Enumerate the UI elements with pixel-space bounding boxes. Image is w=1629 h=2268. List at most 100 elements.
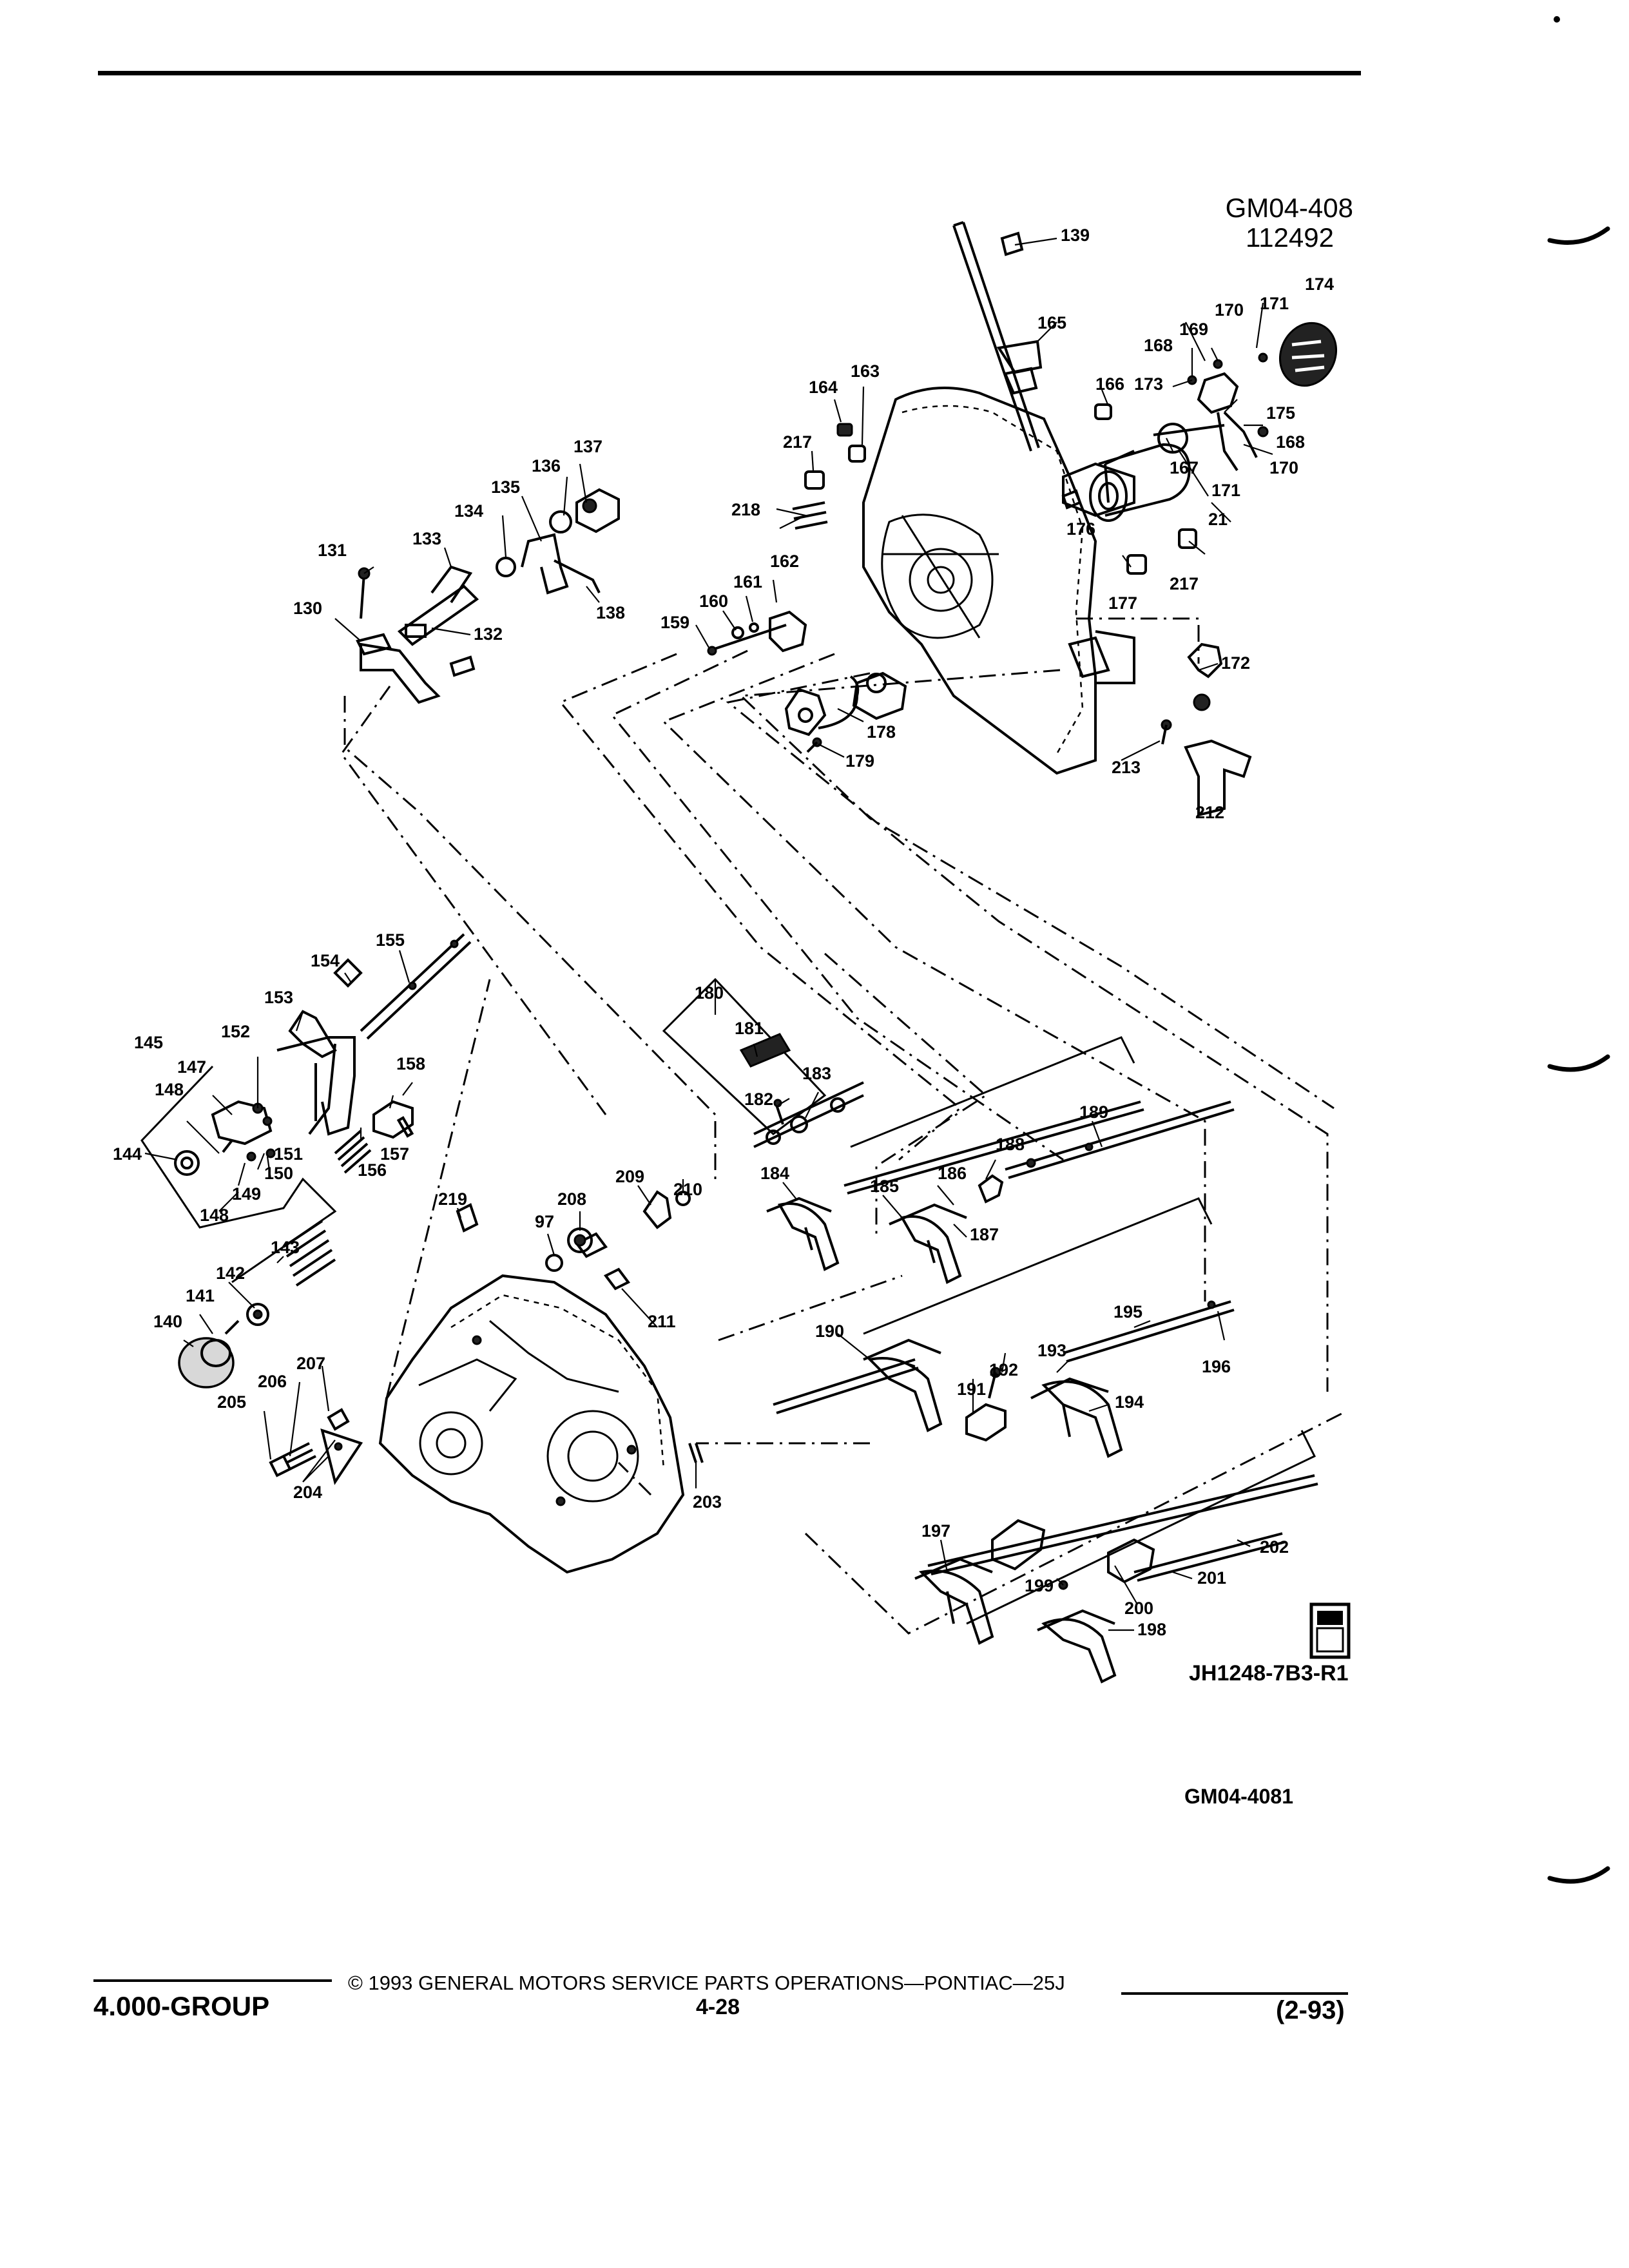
gmspo-logo	[1309, 1602, 1351, 1659]
callout-193: 193	[1037, 1341, 1066, 1360]
image-reference-code: JH1248-7B3-R1	[1189, 1661, 1349, 1686]
callout-191: 191	[957, 1379, 986, 1399]
callout-219: 219	[438, 1189, 467, 1209]
shift-lever-assembly-130-138	[356, 488, 620, 704]
callout-167: 167	[1170, 458, 1199, 477]
callout-179: 179	[845, 751, 874, 771]
callout-196: 196	[1202, 1357, 1231, 1376]
header-code-line2: 112492	[1245, 222, 1334, 253]
callout-170: 170	[1269, 458, 1298, 477]
routing-lines	[340, 617, 1347, 1635]
footer-date: (2-93)	[1276, 1996, 1345, 2024]
callout-175: 175	[1266, 403, 1295, 423]
callout-209: 209	[615, 1167, 644, 1186]
callout-140: 140	[153, 1312, 182, 1331]
callout-144: 144	[113, 1144, 142, 1164]
callout-206: 206	[258, 1372, 287, 1391]
callout-143: 143	[271, 1238, 300, 1257]
callout-164: 164	[809, 378, 838, 397]
center-parts-180-211	[456, 977, 864, 1291]
callout-199: 199	[1025, 1576, 1054, 1595]
callout-192: 192	[989, 1360, 1018, 1379]
callout-187: 187	[970, 1225, 999, 1244]
callout-165: 165	[1037, 313, 1066, 332]
callout-169: 169	[1179, 320, 1208, 339]
callout-174: 174	[1305, 274, 1334, 294]
callout-137: 137	[574, 437, 602, 456]
callout-153: 153	[264, 988, 293, 1007]
callout-159: 159	[660, 613, 689, 632]
callout-149: 149	[232, 1184, 261, 1204]
callout-154: 154	[311, 951, 340, 970]
callout-156: 156	[358, 1160, 387, 1180]
callout-21: 21	[1208, 510, 1228, 529]
callout-163: 163	[851, 361, 880, 381]
callout-180: 180	[695, 983, 724, 1003]
callout-97: 97	[535, 1212, 554, 1231]
callout-152: 152	[221, 1022, 250, 1041]
callout-204: 204	[293, 1483, 322, 1502]
callout-190: 190	[815, 1321, 844, 1341]
callout-145: 145	[134, 1033, 163, 1052]
callout-218: 218	[731, 500, 760, 519]
callout-133: 133	[412, 529, 441, 548]
callout-160: 160	[699, 591, 728, 611]
callout-210: 210	[673, 1180, 702, 1199]
header-code: GM04-408 112492	[1147, 193, 1353, 253]
callout-138: 138	[596, 603, 625, 622]
callout-168: 168	[1276, 432, 1305, 452]
callout-170: 170	[1215, 300, 1244, 320]
callout-139: 139	[1061, 226, 1090, 245]
callout-194: 194	[1115, 1392, 1144, 1412]
callout-142: 142	[216, 1264, 245, 1283]
callout-217: 217	[1170, 574, 1199, 593]
callout-162: 162	[770, 552, 799, 571]
shift-rails-forks	[766, 1036, 1318, 1684]
callout-178: 178	[867, 722, 896, 742]
callout-171: 171	[1211, 481, 1240, 500]
callout-130: 130	[293, 599, 322, 618]
callout-157: 157	[380, 1144, 409, 1164]
callout-186: 186	[938, 1164, 967, 1183]
callout-207: 207	[296, 1354, 325, 1373]
callout-147: 147	[177, 1057, 206, 1077]
callout-171: 171	[1260, 294, 1289, 313]
interlock-group-140-158	[140, 933, 472, 1389]
callout-198: 198	[1137, 1620, 1166, 1639]
callout-182: 182	[744, 1090, 773, 1109]
callout-166: 166	[1095, 374, 1124, 394]
callout-217: 217	[783, 432, 812, 452]
fork-and-gears-159-179	[707, 610, 907, 753]
header-code-line1: GM04-408	[1225, 193, 1353, 223]
callout-197: 197	[921, 1521, 950, 1541]
callout-141: 141	[186, 1286, 215, 1305]
callout-172: 172	[1221, 653, 1250, 673]
callout-205: 205	[217, 1392, 246, 1412]
callout-155: 155	[376, 930, 405, 950]
callout-184: 184	[760, 1164, 789, 1183]
footer-rule-left	[93, 1979, 332, 1982]
callout-189: 189	[1079, 1102, 1108, 1122]
callout-185: 185	[870, 1177, 899, 1196]
callout-173: 173	[1134, 374, 1163, 394]
callout-150: 150	[264, 1164, 293, 1183]
footer-copyright: © 1993 GENERAL MOTORS SERVICE PARTS OPER…	[348, 1972, 1065, 1994]
callout-176: 176	[1066, 519, 1095, 539]
callout-181: 181	[735, 1019, 764, 1038]
leader-lines	[144, 237, 1273, 1631]
callout-195: 195	[1113, 1302, 1142, 1321]
callout-203: 203	[693, 1492, 722, 1512]
callout-200: 200	[1124, 1599, 1153, 1618]
callout-201: 201	[1197, 1568, 1226, 1588]
callout-158: 158	[396, 1054, 425, 1073]
binding-marks	[1547, 16, 1610, 1884]
callout-134: 134	[454, 501, 483, 521]
callout-211: 211	[648, 1312, 676, 1331]
footer-page-number: 4-28	[696, 1995, 740, 2019]
callout-212: 212	[1195, 803, 1224, 822]
callout-148: 148	[155, 1080, 184, 1099]
footer-rule-right	[1121, 1992, 1348, 1995]
callout-177: 177	[1108, 593, 1137, 613]
callout-208: 208	[557, 1189, 586, 1209]
